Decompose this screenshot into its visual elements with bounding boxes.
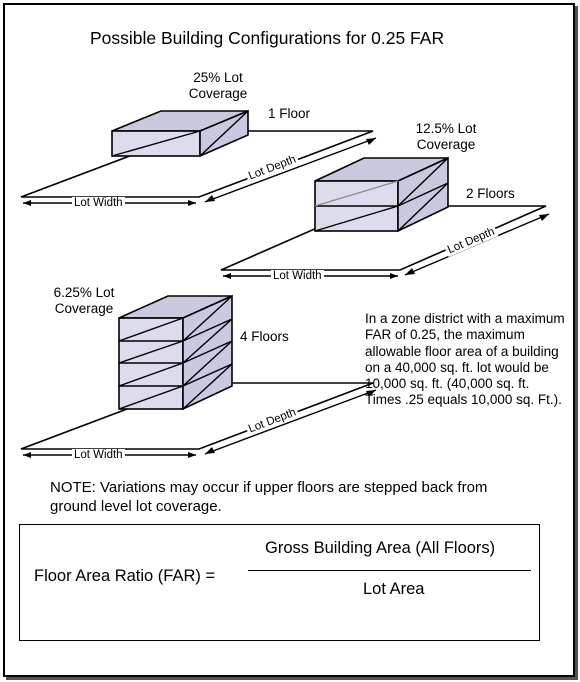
- formula-left-side: Floor Area Ratio (FAR) =: [34, 567, 216, 585]
- config-3-lot-width-label: Lot Width: [72, 449, 125, 461]
- lot-3-depth-arrow: [204, 389, 377, 455]
- config-2-floors-label: 2 Floors: [466, 186, 515, 201]
- lot-1-depth-arrow: [204, 137, 377, 203]
- config-1-lot-width-label: Lot Width: [72, 197, 125, 209]
- page-title: Possible Building Configurations for 0.2…: [90, 28, 445, 48]
- note-text: NOTE: Variations may occur if upper floo…: [50, 479, 488, 515]
- config-2-lot-width-label: Lot Width: [271, 270, 324, 282]
- diagram-frame: [3, 3, 575, 677]
- formula-fraction-bar: [248, 570, 531, 571]
- explanation-text: In a zone district with a maximum FAR of…: [365, 311, 565, 408]
- far-formula-box: Floor Area Ratio (FAR) = Gross Building …: [19, 524, 540, 641]
- formula-numerator: Gross Building Area (All Floors): [265, 539, 496, 557]
- config-3-floors-label: 4 Floors: [240, 329, 289, 344]
- formula-denominator: Lot Area: [363, 580, 425, 598]
- config-1-coverage-label: 25% Lot Coverage: [188, 70, 248, 101]
- config-1-floors-label: 1 Floor: [268, 106, 311, 121]
- config-2-coverage-label: 12.5% Lot Coverage: [415, 121, 477, 152]
- config-3-coverage-label: 6.25% Lot Coverage: [53, 285, 115, 316]
